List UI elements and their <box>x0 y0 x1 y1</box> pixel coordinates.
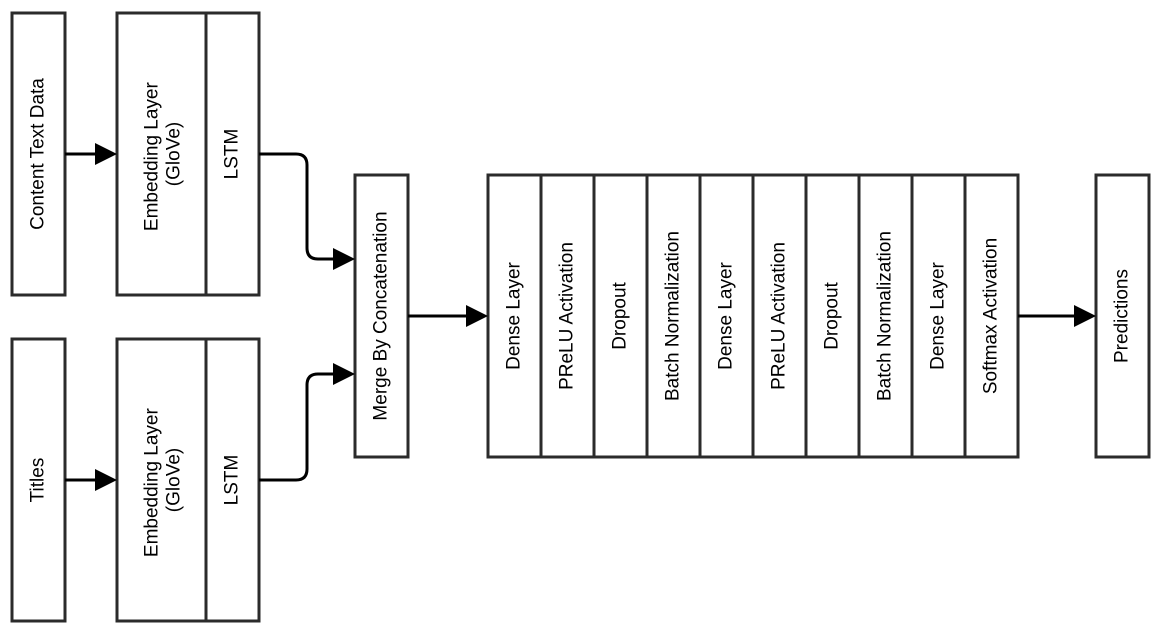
merge-block: Merge By Concatenation <box>353 173 410 459</box>
layer-box <box>804 173 861 459</box>
layer-softmax: Softmax Activation <box>963 173 1020 459</box>
content-text-input-block: Content Text Data <box>10 11 67 297</box>
layer-label: PReLU Activation <box>557 242 578 390</box>
layer-box <box>592 173 649 459</box>
connector-titles-to-embedding <box>65 469 117 491</box>
bottom-embedding-block: Embedding Layer (GloVe) <box>115 337 208 623</box>
layer-label: Batch Normalization <box>875 231 896 401</box>
connector-content-to-embedding <box>65 143 117 165</box>
layer-batchnorm-2: Batch Normalization <box>857 173 914 459</box>
layer-dense-2: Dense Layer <box>698 173 755 459</box>
top-embedding-label-line2: (GloVe) <box>164 122 185 186</box>
connector-bottom-lstm-to-merge <box>259 363 355 482</box>
bottom-lstm-block: LSTM <box>204 337 261 623</box>
connector-line <box>259 152 334 261</box>
top-embedding-label: Embedding Layer (GloVe) <box>142 77 185 231</box>
top-lstm-block: LSTM <box>204 11 261 297</box>
arrow-head-icon <box>333 248 355 270</box>
bottom-lstm-box <box>204 337 261 623</box>
network-layer-stack: Dense Layer PReLU Activation Dropout Bat… <box>486 173 1020 459</box>
layer-prelu-1: PReLU Activation <box>539 173 596 459</box>
top-embedding-block: Embedding Layer (GloVe) <box>115 11 208 297</box>
connector-top-lstm-to-merge <box>259 152 355 270</box>
arrow-head-icon <box>1074 305 1096 327</box>
top-lstm-box <box>204 11 261 297</box>
layer-prelu-2: PReLU Activation <box>751 173 808 459</box>
layer-box <box>698 173 755 459</box>
merge-box <box>353 173 410 459</box>
titles-input-block: Titles <box>10 337 67 623</box>
layer-label: Dense Layer <box>716 261 737 369</box>
arrow-head-icon <box>95 469 117 491</box>
layer-box <box>857 173 914 459</box>
layer-label: Batch Normalization <box>663 231 684 401</box>
layer-dropout-1: Dropout <box>592 173 649 459</box>
layer-label: PReLU Activation <box>769 242 790 390</box>
connector-merge-to-network <box>408 305 488 327</box>
layer-box <box>751 173 808 459</box>
connector-line <box>259 372 334 482</box>
top-embedding-label-line1: Embedding Layer <box>142 82 163 232</box>
connector-network-to-predictions <box>1018 305 1096 327</box>
bottom-lstm-label: LSTM <box>222 455 243 506</box>
layer-label: Dropout <box>610 281 631 349</box>
merge-label: Merge By Concatenation <box>371 211 392 420</box>
titles-input-box <box>10 337 67 623</box>
layer-label: Softmax Activation <box>981 238 1002 394</box>
layer-label: Dropout <box>822 281 843 349</box>
layer-dense-1: Dense Layer <box>486 173 543 459</box>
layer-label: Dense Layer <box>928 261 949 369</box>
layer-box <box>963 173 1020 459</box>
layer-dropout-2: Dropout <box>804 173 861 459</box>
arrow-head-icon <box>95 143 117 165</box>
layer-label: Dense Layer <box>504 261 525 369</box>
bottom-embedding-label: Embedding Layer (GloVe) <box>142 403 185 557</box>
content-text-input-box <box>10 11 67 297</box>
bottom-embedding-label-line2: (GloVe) <box>164 448 185 512</box>
top-lstm-label: LSTM <box>222 129 243 180</box>
layer-box <box>910 173 967 459</box>
titles-input-label: Titles <box>28 458 49 503</box>
content-text-input-label: Content Text Data <box>28 78 49 230</box>
predictions-block: Predictions <box>1094 173 1151 459</box>
predictions-label: Predictions <box>1112 269 1133 363</box>
top-embedding-box <box>115 11 208 297</box>
layer-dense-3: Dense Layer <box>910 173 967 459</box>
layer-box <box>486 173 543 459</box>
bottom-embedding-label-line1: Embedding Layer <box>142 408 163 558</box>
bottom-embedding-box <box>115 337 208 623</box>
layer-batchnorm-1: Batch Normalization <box>645 173 702 459</box>
arrow-head-icon <box>466 305 488 327</box>
arrow-head-icon <box>333 363 355 385</box>
